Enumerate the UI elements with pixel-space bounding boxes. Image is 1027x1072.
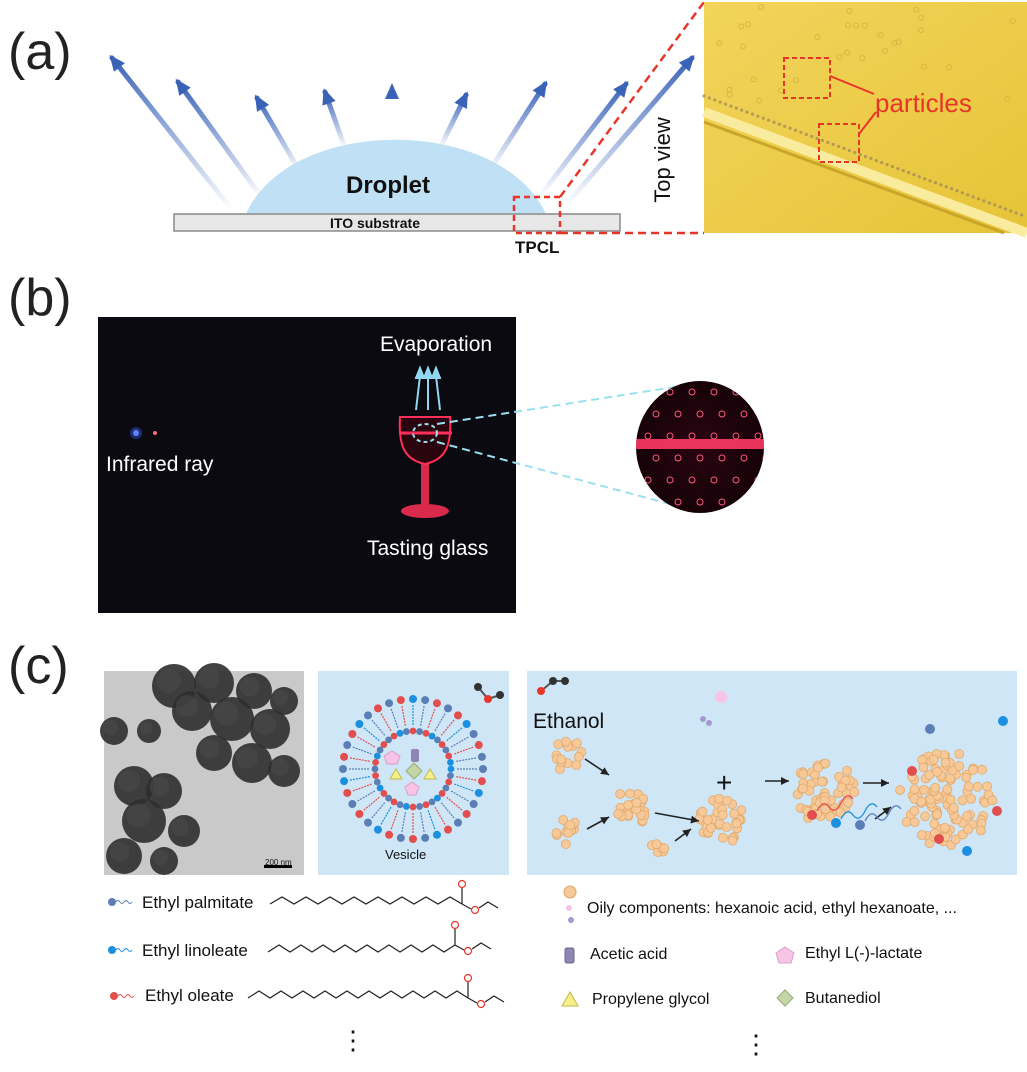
ethanol-molecule-icon-2 xyxy=(537,677,569,695)
particle-box-2 xyxy=(818,123,860,163)
particle-box-1 xyxy=(783,57,831,99)
vesicle-diagram xyxy=(339,683,504,843)
evaporation-arrow xyxy=(385,83,399,143)
legend-lactate: Ethyl L(-)-lactate xyxy=(805,945,923,962)
ester-name-3: Ethyl oleate xyxy=(145,986,234,1005)
evaporation-label: Evaporation xyxy=(380,333,493,356)
evaporation-arrow xyxy=(109,54,235,213)
oil-cluster xyxy=(551,814,580,850)
ethanol-label: Ethanol xyxy=(533,710,605,733)
legend-ellipsis: ⋮ xyxy=(743,1029,769,1059)
oil-cluster xyxy=(694,793,747,846)
zoom-line-top xyxy=(558,1,706,198)
evaporation-arrow xyxy=(322,88,348,151)
lactate-icon xyxy=(775,946,795,964)
tem-image xyxy=(100,663,304,875)
ir-source-blue xyxy=(133,430,139,436)
infrared-label: Infrared ray xyxy=(106,453,214,476)
oil-cluster xyxy=(613,788,650,827)
infrared-photo-overlay xyxy=(130,365,764,518)
infrared-photo xyxy=(98,317,516,613)
evaporation-arrow xyxy=(175,78,265,201)
evaporation-arrow xyxy=(254,94,303,175)
oil-cluster xyxy=(646,839,670,857)
ester-name-1: Ethyl palmitate xyxy=(142,893,254,912)
droplet-shape xyxy=(246,139,546,214)
substrate-label: ITO substrate xyxy=(330,215,420,231)
evaporation-arrow xyxy=(437,91,469,151)
panel-a-diagram xyxy=(109,1,706,235)
legend-butanediol: Butanediol xyxy=(805,990,881,1007)
legend-acetic: Acetic acid xyxy=(590,946,668,963)
ester-structures xyxy=(108,879,505,1009)
acetic-acid-icon xyxy=(564,947,575,964)
ito-substrate xyxy=(173,213,621,232)
ethanol-diagram xyxy=(537,677,1008,857)
propylene-icon xyxy=(561,990,579,1007)
evaporation-arrow xyxy=(487,80,548,173)
panel-b-label: (b) xyxy=(8,269,72,327)
legend-oily: Oily components: hexanoic acid, ethyl he… xyxy=(587,900,957,917)
ethanol-molecule-icon-1 xyxy=(474,683,504,703)
butanediol-icon xyxy=(776,989,794,1007)
ester-ellipsis: ⋮ xyxy=(340,1025,366,1055)
plus-sign: + xyxy=(716,767,733,798)
top-view-label: Top view xyxy=(649,117,675,203)
evaporation-arrow xyxy=(563,54,695,208)
scale-bar-label: 200 nm xyxy=(265,858,292,867)
oil-cluster xyxy=(792,758,860,823)
glass-label: Tasting glass xyxy=(367,537,489,560)
glass-zoom-ellipse xyxy=(412,423,438,443)
particles-label: particles xyxy=(875,88,972,118)
ir-source-red xyxy=(153,431,157,435)
panel-a-label: (a) xyxy=(8,23,72,81)
oil-cluster xyxy=(551,736,587,774)
ester-name-2: Ethyl linoleate xyxy=(142,941,248,960)
tpcl-label: TPCL xyxy=(515,238,560,257)
component-legend xyxy=(561,885,795,1007)
legend-propylene: Propylene glycol xyxy=(592,991,710,1008)
top-view-micrograph xyxy=(702,2,1027,238)
panel-c-label: (c) xyxy=(8,637,69,695)
vesicle-label: Vesicle xyxy=(385,847,427,862)
droplet-label: Droplet xyxy=(346,172,430,199)
evaporation-arrows xyxy=(109,54,695,213)
oil-cluster xyxy=(895,749,998,850)
tpcl-box xyxy=(512,195,562,235)
evaporation-arrow xyxy=(537,80,629,199)
